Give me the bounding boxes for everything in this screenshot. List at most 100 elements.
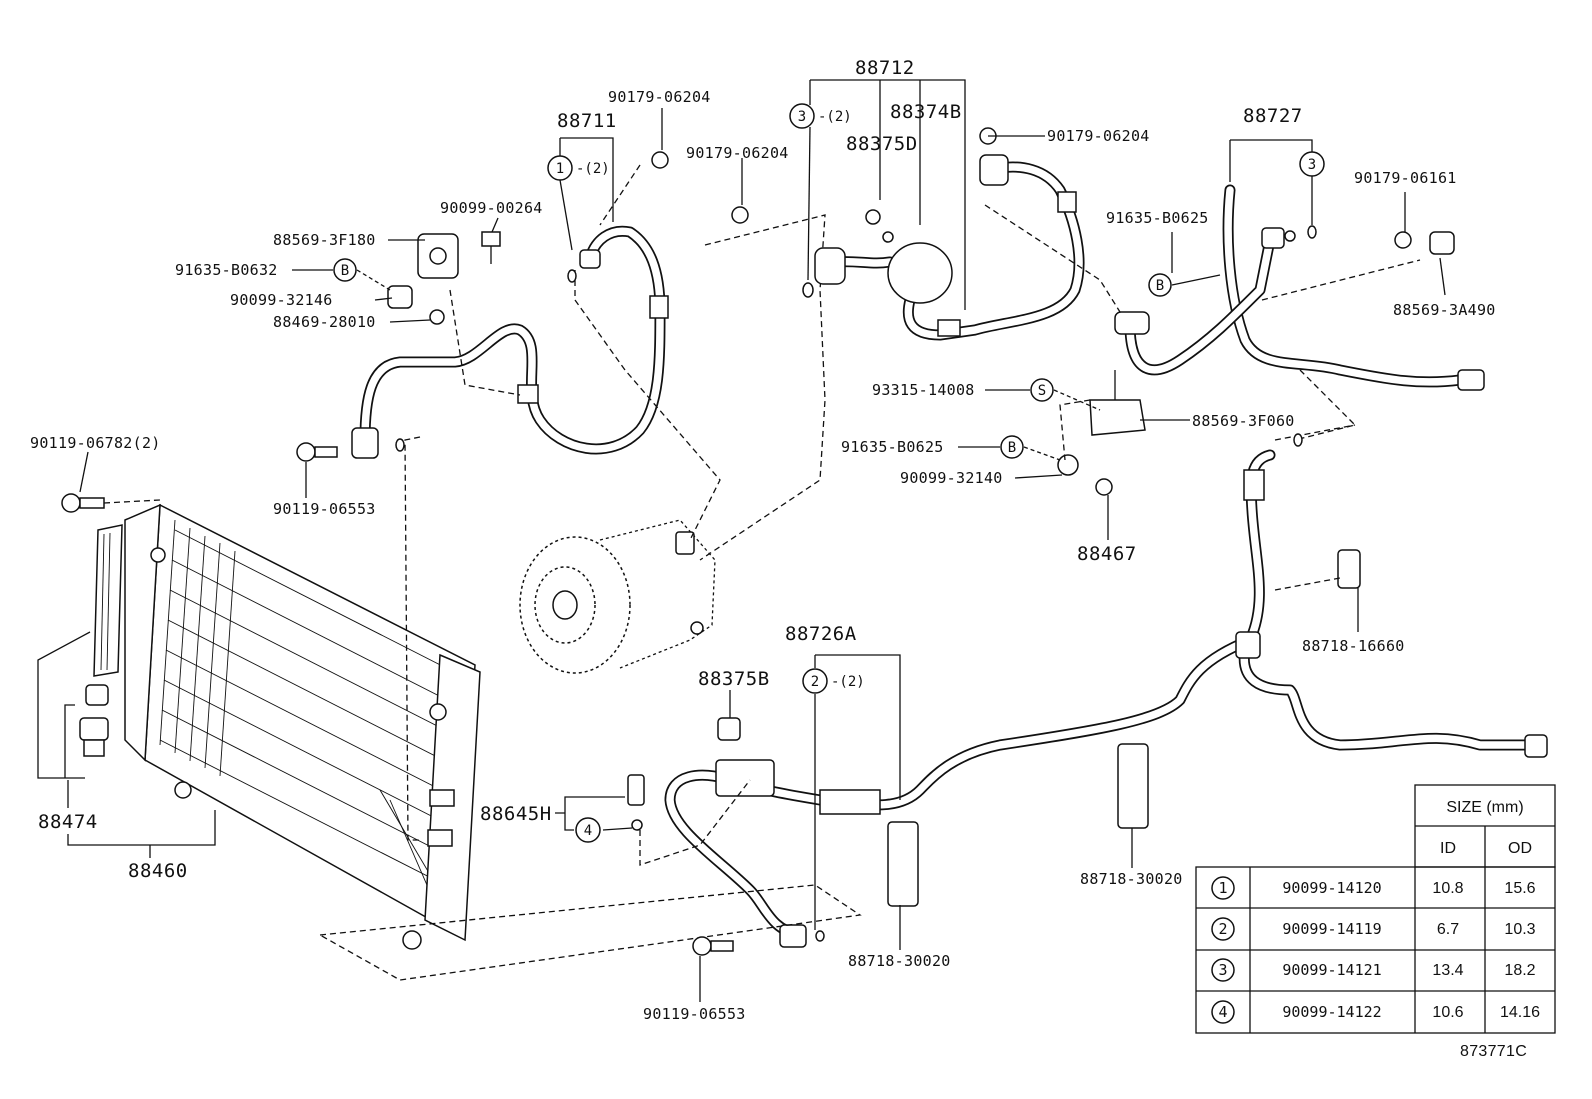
label-88375B: 88375B (698, 668, 770, 690)
dryer-plug-88474 (79, 684, 109, 757)
diagram-id: 873771C (1460, 1043, 1527, 1060)
label-88569-3F060: 88569-3F060 (1192, 412, 1295, 430)
clamp-88718-30020-a (887, 821, 919, 907)
label-91635-B0625-a: 91635-B0625 (1106, 209, 1209, 227)
label-90119-06553-b: 90119-06553 (643, 1005, 746, 1023)
compressor (519, 519, 716, 674)
bracket-88569-3F060 (1057, 370, 1146, 496)
label-88375D: 88375D (846, 133, 918, 155)
callout-b-1: B (333, 258, 357, 282)
condenser-fins (159, 519, 461, 916)
label-88718-30020-b: 88718-30020 (848, 952, 951, 970)
label-90099-00264: 90099-00264 (440, 199, 543, 217)
part-labels: 88712 88711 88374B 88375D 88727 90179-06… (30, 57, 1527, 1060)
callout-s: S (1030, 378, 1054, 402)
label-88460: 88460 (128, 860, 188, 882)
label-88718-16660: 88718-16660 (1302, 637, 1405, 655)
svg-text:B: B (1008, 440, 1016, 456)
svg-text:2: 2 (1218, 920, 1227, 938)
svg-text:90099-14120: 90099-14120 (1282, 879, 1381, 897)
callout-1: 1 -(2) (547, 155, 610, 181)
svg-text:10.8: 10.8 (1432, 880, 1463, 897)
label-88726A: 88726A (785, 623, 857, 645)
cap-88375B (717, 717, 741, 741)
svg-text:4: 4 (584, 823, 592, 839)
label-88469-28010: 88469-28010 (273, 313, 376, 331)
svg-text:14.16: 14.16 (1500, 1004, 1540, 1021)
size-row-1: 1 90099-14120 10.8 15.6 (1211, 876, 1536, 900)
clamp-88718-30020-b (1117, 743, 1149, 829)
svg-text:1: 1 (1218, 879, 1227, 897)
size-row-3: 3 90099-14121 13.4 18.2 (1211, 958, 1536, 982)
callout-b-3: B (1000, 435, 1024, 459)
label-88374B: 88374B (890, 101, 962, 123)
label-88569-3F180: 88569-3F180 (273, 231, 376, 249)
svg-text:2: 2 (811, 674, 819, 690)
label-88474: 88474 (38, 811, 98, 833)
svg-text:18.2: 18.2 (1504, 962, 1535, 979)
callout-3-left: 3 -(2) (789, 103, 852, 129)
clamp-88718-16660 (1337, 549, 1361, 589)
nut-90179-06204-a (651, 151, 669, 169)
pressure-switch-88645H (627, 774, 645, 831)
callout-4: 4 (575, 817, 601, 843)
svg-text:90099-14119: 90099-14119 (1282, 920, 1381, 938)
svg-text:1: 1 (556, 161, 564, 177)
bolt-90119-06553-b (692, 936, 734, 956)
label-90179-06204-b: 90179-06204 (686, 144, 789, 162)
tube-88726A (664, 449, 1548, 948)
label-88711: 88711 (557, 110, 617, 132)
svg-text:6.7: 6.7 (1437, 921, 1459, 938)
bolt-90119-06782 (61, 493, 105, 513)
hose-88711 (351, 225, 669, 459)
svg-text:S: S (1038, 383, 1046, 399)
size-header: SIZE (mm) (1446, 799, 1523, 816)
label-88569-3A490: 88569-3A490 (1393, 301, 1496, 319)
tube-88727 (1114, 184, 1485, 391)
bracket-88569-3F180 (387, 231, 501, 325)
size-row-2: 2 90099-14119 6.7 10.3 (1211, 917, 1536, 941)
label-90179-06161: 90179-06161 (1354, 169, 1457, 187)
label-88712: 88712 (855, 57, 915, 79)
svg-text:B: B (1156, 278, 1164, 294)
col-od: OD (1508, 840, 1532, 857)
label-90179-06204-c: 90179-06204 (1047, 127, 1150, 145)
hose-88712 (814, 154, 1085, 341)
leader-lines (37, 79, 1446, 1002)
condenser-assembly (93, 503, 481, 950)
label-88645H: 88645H (480, 803, 552, 825)
svg-text:3: 3 (1308, 157, 1316, 173)
label-93315-14008: 93315-14008 (872, 381, 975, 399)
o-ring-marks (395, 225, 1317, 942)
callout-3-right: 3 (1299, 151, 1325, 177)
callout-b-2: B (1148, 273, 1172, 297)
label-90179-06204-a: 90179-06204 (608, 88, 711, 106)
label-91635-B0632: 91635-B0632 (175, 261, 278, 279)
label-88467: 88467 (1077, 543, 1137, 565)
svg-text:3: 3 (798, 109, 806, 125)
svg-text:10.6: 10.6 (1432, 1004, 1463, 1021)
svg-text:-(2): -(2) (576, 161, 610, 177)
clamp-88569-3A490 (1394, 231, 1455, 255)
svg-text:-(2): -(2) (831, 674, 865, 690)
svg-text:90099-14121: 90099-14121 (1282, 961, 1381, 979)
svg-text:15.6: 15.6 (1504, 880, 1535, 897)
label-90099-32140: 90099-32140 (900, 469, 1003, 487)
svg-text:90099-14122: 90099-14122 (1282, 1003, 1381, 1021)
col-id: ID (1440, 840, 1456, 857)
svg-text:-(2): -(2) (818, 109, 852, 125)
label-88718-30020-a: 88718-30020 (1080, 870, 1183, 888)
bolt-90119-06553-a (296, 442, 338, 462)
label-90099-32146: 90099-32146 (230, 291, 333, 309)
svg-text:3: 3 (1218, 961, 1227, 979)
label-90119-06782: 90119-06782(2) (30, 434, 161, 452)
nut-90179-06204-b (731, 206, 749, 224)
svg-text:4: 4 (1218, 1003, 1227, 1021)
callout-2: 2 -(2) (802, 668, 865, 694)
svg-text:13.4: 13.4 (1432, 962, 1463, 979)
label-88727: 88727 (1243, 105, 1303, 127)
label-90119-06553-a: 90119-06553 (273, 500, 376, 518)
svg-text:10.3: 10.3 (1504, 921, 1535, 938)
size-row-4: 4 90099-14122 10.6 14.16 (1211, 1000, 1540, 1024)
